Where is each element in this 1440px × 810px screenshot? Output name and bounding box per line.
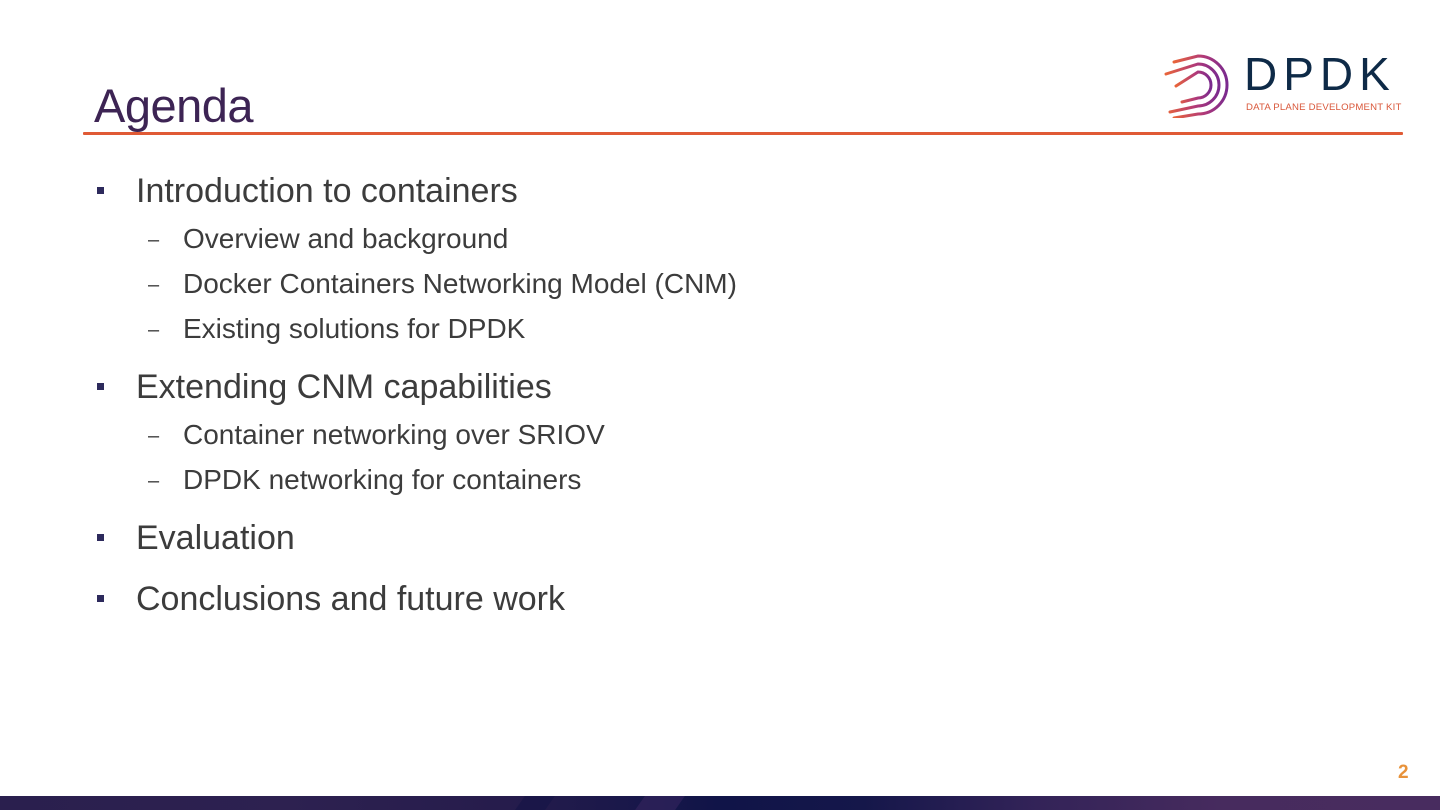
agenda-subitem-label: DPDK networking for containers [183, 464, 582, 495]
agenda-item-label: Extending CNM capabilities [136, 368, 552, 406]
footer-band [0, 796, 1440, 810]
agenda-subitem: – Overview and background [148, 222, 509, 256]
logo-tagline: DATA PLANE DEVELOPMENT KIT [1246, 102, 1402, 113]
agenda-subitem-label: Container networking over SRIOV [183, 419, 605, 450]
agenda-item: Extending CNM capabilities [97, 367, 552, 407]
square-bullet-icon [97, 383, 104, 390]
dpdk-arc-logo-icon [1164, 54, 1229, 118]
agenda-subitem: – Existing solutions for DPDK [148, 312, 526, 346]
dpdk-logo: DPDK DATA PLANE DEVELOPMENT KIT [1160, 48, 1405, 120]
agenda-subitem: – Container networking over SRIOV [148, 418, 605, 452]
agenda-item: Introduction to containers [97, 171, 518, 211]
dash-bullet-icon: – [148, 470, 160, 492]
square-bullet-icon [97, 534, 104, 541]
agenda-item-label: Introduction to containers [136, 172, 518, 210]
slide-title: Agenda [94, 79, 254, 132]
agenda-item-label: Conclusions and future work [136, 580, 566, 618]
logo-wordmark: DPDK [1244, 48, 1396, 100]
agenda-subitem: – Docker Containers Networking Model (CN… [148, 267, 737, 301]
agenda-item-label: Evaluation [136, 519, 295, 557]
dash-bullet-icon: – [148, 425, 160, 447]
agenda-subitem: – DPDK networking for containers [148, 463, 582, 497]
title-underline-divider [83, 132, 1403, 135]
agenda-subitem-label: Docker Containers Networking Model (CNM) [183, 268, 737, 299]
dash-bullet-icon: – [148, 229, 160, 251]
agenda-subitem-label: Existing solutions for DPDK [183, 313, 526, 344]
agenda-item: Evaluation [97, 518, 295, 558]
footer-streak-decoration [515, 796, 555, 810]
square-bullet-icon [97, 595, 104, 602]
agenda-item: Conclusions and future work [97, 579, 566, 619]
dash-bullet-icon: – [148, 319, 160, 341]
page-number: 2 [1398, 762, 1409, 783]
agenda-subitem-label: Overview and background [183, 223, 509, 254]
footer-streak-decoration [635, 796, 685, 810]
dash-bullet-icon: – [148, 274, 160, 296]
square-bullet-icon [97, 187, 104, 194]
